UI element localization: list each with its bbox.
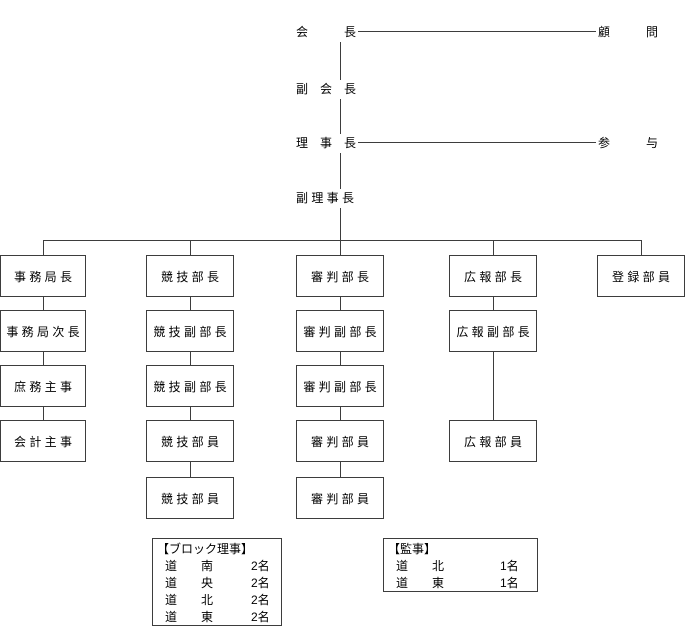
box-pr-vice-director: 広 報 副 部 長 [449, 310, 537, 352]
box-competition-member-2: 競 技 部 員 [146, 477, 234, 519]
region-name: 南 [201, 559, 214, 573]
connector-line [190, 462, 191, 477]
connector-line [358, 31, 596, 32]
deputy-director-label: 副 理 事 長 [296, 191, 355, 205]
member-count: 2名 [251, 610, 270, 624]
box-referee-member-2: 審 判 部 員 [296, 477, 384, 519]
auditors-panel: 【監事】 道 北 1名 道 東 1名 [383, 538, 538, 592]
vice-chairman-label: 副 会 長 [296, 82, 357, 96]
panel-row: 道 央 2名 [153, 575, 281, 592]
block-directors-panel: 【ブロック理事】 道 南 2名 道 央 2名 道 北 2名 道 東 2名 [152, 538, 282, 626]
box-referee-director: 審 判 部 長 [296, 255, 384, 297]
connector-line [641, 240, 642, 255]
connector-line [190, 297, 191, 310]
chairman-label: 会 長 [296, 25, 357, 39]
box-referee-vice-director-1: 審 判 副 部 長 [296, 310, 384, 352]
connector-line [340, 407, 341, 420]
panel-row: 道 東 2名 [153, 609, 281, 626]
region-prefix: 道 [165, 576, 178, 590]
box-general-affairs-manager: 庶 務 主 事 [0, 365, 86, 407]
region-name: 東 [201, 610, 214, 624]
region-name: 央 [201, 576, 214, 590]
region-prefix: 道 [396, 559, 409, 573]
box-competition-vice-director-1: 競 技 副 部 長 [146, 310, 234, 352]
box-secretariat-deputy-director: 事 務 局 次 長 [0, 310, 86, 352]
box-competition-vice-director-2: 競 技 副 部 長 [146, 365, 234, 407]
region-prefix: 道 [165, 559, 178, 573]
auditors-title: 【監事】 [388, 542, 437, 556]
connector-line [190, 407, 191, 420]
panel-row: 道 北 2名 [153, 592, 281, 609]
region-name: 北 [432, 559, 445, 573]
connector-line [43, 407, 44, 420]
counselor-label: 参 与 [598, 136, 659, 150]
box-competition-director: 競 技 部 長 [146, 255, 234, 297]
box-pr-director: 広 報 部 長 [449, 255, 537, 297]
connector-line [340, 208, 341, 255]
box-secretariat-director: 事 務 局 長 [0, 255, 86, 297]
connector-line [493, 240, 494, 255]
member-count: 2名 [251, 593, 270, 607]
box-registration-member: 登 録 部 員 [597, 255, 685, 297]
connector-line [340, 99, 341, 134]
panel-row: 道 北 1名 [384, 558, 537, 575]
connector-line [340, 153, 341, 189]
member-count: 2名 [251, 576, 270, 590]
region-prefix: 道 [165, 610, 178, 624]
block-directors-title: 【ブロック理事】 [157, 542, 254, 556]
connector-line [43, 240, 44, 255]
connector-line [340, 297, 341, 310]
region-name: 北 [201, 593, 214, 607]
box-pr-member: 広 報 部 員 [449, 420, 537, 462]
branch-line [43, 240, 641, 241]
panel-row: 道 南 2名 [153, 558, 281, 575]
advisor-label: 顧 問 [598, 25, 659, 39]
connector-line [493, 297, 494, 310]
connector-line [340, 352, 341, 365]
member-count: 2名 [251, 559, 270, 573]
region-prefix: 道 [396, 576, 409, 590]
connector-line [340, 42, 341, 80]
connector-line [190, 240, 191, 255]
box-referee-vice-director-2: 審 判 副 部 長 [296, 365, 384, 407]
region-name: 東 [432, 576, 445, 590]
panel-row: 道 東 1名 [384, 575, 537, 592]
member-count: 1名 [500, 559, 519, 573]
director-label: 理 事 長 [296, 136, 357, 150]
connector-line [493, 352, 494, 420]
box-competition-member-1: 競 技 部 員 [146, 420, 234, 462]
region-prefix: 道 [165, 593, 178, 607]
connector-line [43, 297, 44, 310]
member-count: 1名 [500, 576, 519, 590]
connector-line [43, 352, 44, 365]
connector-line [358, 142, 596, 143]
connector-line [190, 352, 191, 365]
box-accounting-manager: 会 計 主 事 [0, 420, 86, 462]
connector-line [340, 462, 341, 477]
box-referee-member-1: 審 判 部 員 [296, 420, 384, 462]
